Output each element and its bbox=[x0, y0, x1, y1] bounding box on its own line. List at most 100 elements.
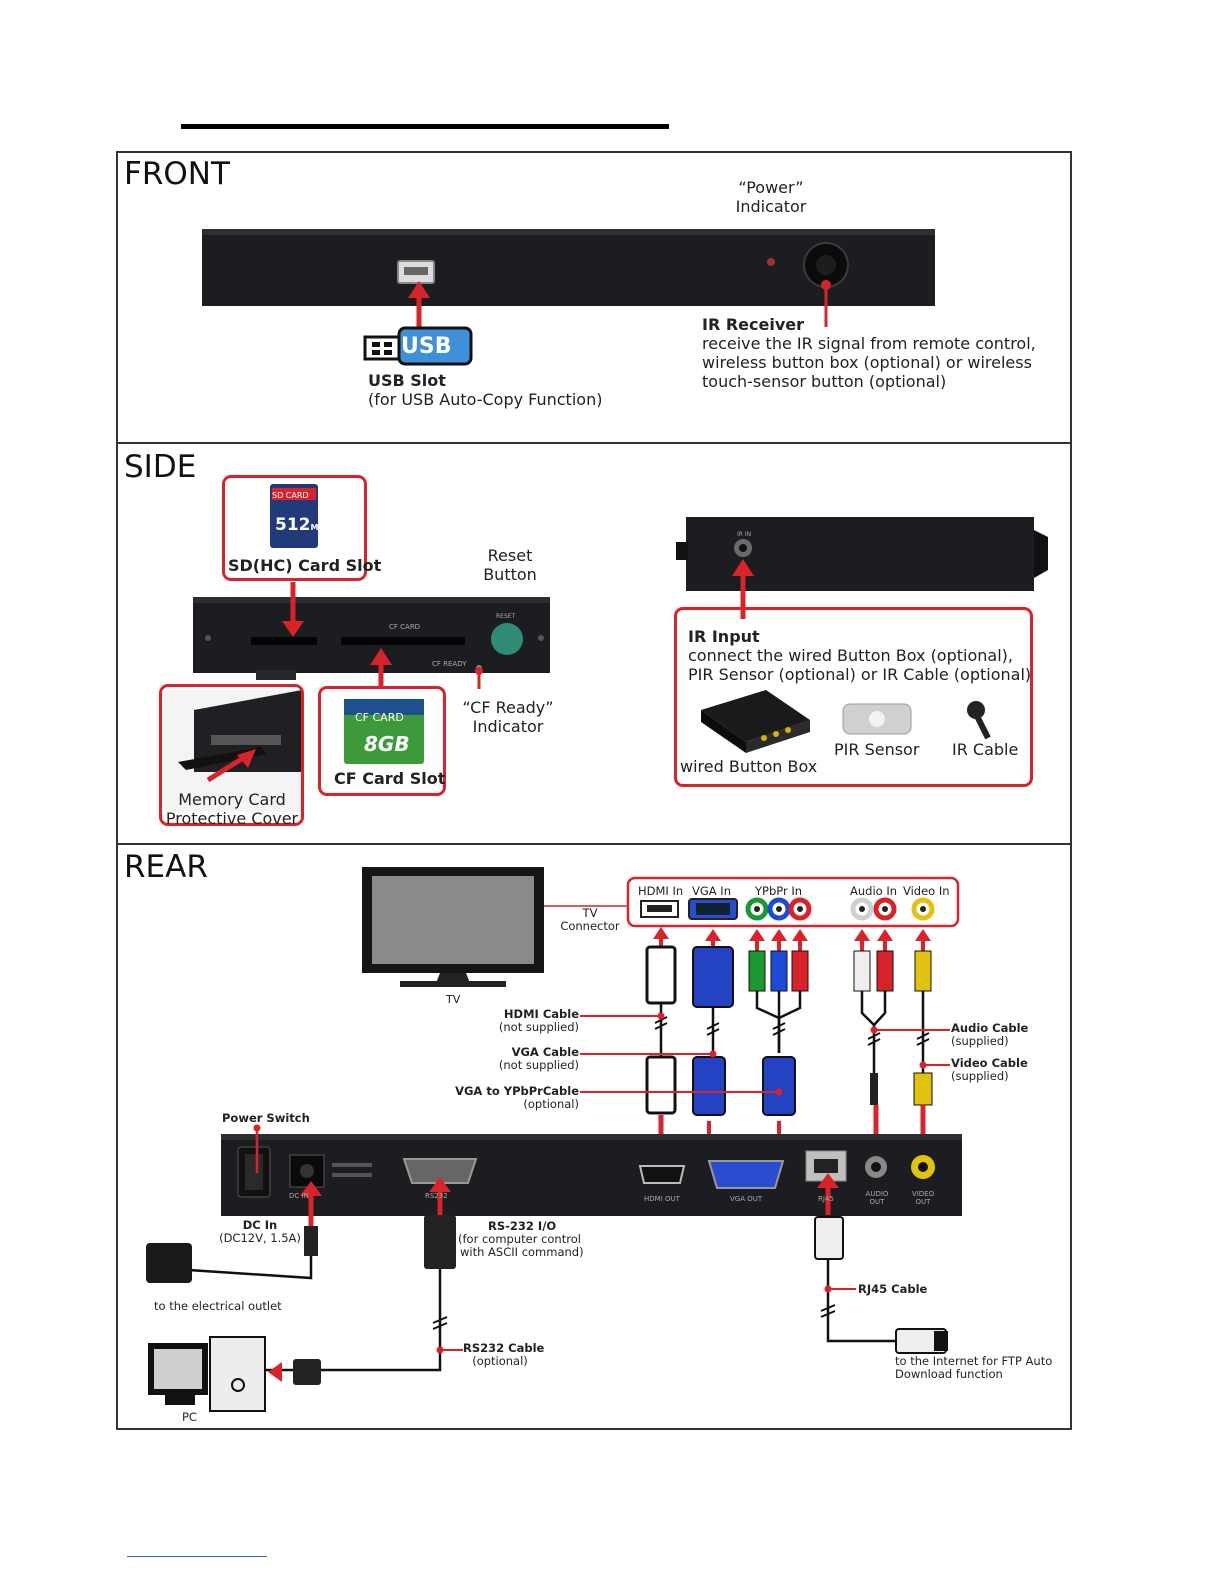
pc-label: PC bbox=[182, 1410, 197, 1424]
memory-cover-line2: Protective Cover bbox=[165, 809, 299, 828]
ir-receiver-desc-1: receive the IR signal from remote contro… bbox=[702, 334, 1036, 353]
panel-video-out-line1: VIDEO bbox=[911, 1190, 935, 1198]
video-cable-note: (supplied) bbox=[951, 1069, 1009, 1083]
rear-title: REAR bbox=[124, 849, 208, 885]
memory-cover-line1: Memory Card bbox=[178, 790, 286, 809]
internet-label: to the Internet for FTP Auto Download fu… bbox=[895, 1355, 1052, 1381]
outlet-label: to the electrical outlet bbox=[154, 1299, 282, 1313]
hdmi-in-label: HDMI In bbox=[638, 884, 684, 898]
pir-sensor-label: PIR Sensor bbox=[834, 740, 920, 759]
audio-cable-note: (supplied) bbox=[951, 1034, 1009, 1048]
power-switch-label: Power Switch bbox=[222, 1111, 310, 1125]
cf-card-title: CF Card Slot bbox=[334, 769, 446, 788]
rs232-io-label: RS-232 I/O (for computer control with AS… bbox=[458, 1220, 584, 1259]
dc-in-note: (DC12V, 1.5A) bbox=[219, 1231, 301, 1245]
vga-in-label: VGA In bbox=[692, 884, 731, 898]
sd-card-title: SD(HC) Card Slot bbox=[228, 556, 382, 575]
ir-receiver-title: IR Receiver bbox=[702, 315, 805, 334]
memory-cover-box bbox=[159, 684, 304, 826]
video-in-label: Video In bbox=[903, 884, 950, 898]
vga-cable-label: VGA Cable (not supplied) bbox=[490, 1046, 579, 1072]
panel-rj45-text: RJ45 bbox=[818, 1195, 834, 1203]
panel-video-out-text: VIDEO OUT bbox=[910, 1190, 936, 1206]
panel-video-out-line2: OUT bbox=[915, 1198, 931, 1206]
rj45-cable-label: RJ45 Cable bbox=[858, 1282, 928, 1296]
rs232-io-name: RS-232 I/O bbox=[488, 1219, 557, 1233]
rear-section bbox=[116, 843, 1072, 1430]
ir-input-label: IR Input connect the wired Button Box (o… bbox=[688, 627, 1031, 684]
reset-button-label: Reset Button bbox=[474, 546, 546, 584]
panel-audio-out-line2: OUT bbox=[869, 1198, 885, 1206]
cf-card-size: 8GB bbox=[364, 732, 410, 756]
vga-cable-name: VGA Cable bbox=[511, 1045, 579, 1059]
rs232-io-note-1: (for computer control bbox=[458, 1232, 581, 1246]
tv-connector-line2: Connector bbox=[560, 919, 620, 933]
audio-in-label: Audio In bbox=[850, 884, 898, 898]
tv-connector-line1: TV bbox=[582, 906, 598, 920]
ir-receiver-label: IR Receiver receive the IR signal from r… bbox=[702, 315, 1036, 391]
sd-card-box bbox=[222, 475, 367, 581]
side-title: SIDE bbox=[124, 449, 197, 485]
ir-input-desc-1: connect the wired Button Box (optional), bbox=[688, 646, 1013, 665]
reset-button-line1: Reset bbox=[487, 546, 533, 565]
sd-card-size-unit: MB bbox=[310, 523, 325, 532]
ir-input-desc-2: PIR Sensor (optional) or IR Cable (optio… bbox=[688, 665, 1032, 684]
ir-receiver-desc-2: wireless button box (optional) or wirele… bbox=[702, 353, 1032, 372]
power-indicator-line2: Indicator bbox=[735, 197, 807, 216]
power-indicator-label: “Power” Indicator bbox=[726, 178, 816, 216]
rs232-cable-label: RS232 Cable (optional) bbox=[463, 1342, 544, 1368]
footer-link-underline bbox=[127, 1556, 267, 1557]
internet-line1: to the Internet for FTP Auto bbox=[895, 1354, 1053, 1368]
ypbpr-cable-name: VGA to YPbPrCable bbox=[455, 1084, 579, 1098]
panel-ir-in-text: IR IN bbox=[737, 531, 752, 538]
internet-line2: Download function bbox=[895, 1367, 1003, 1381]
audio-cable-label: Audio Cable (supplied) bbox=[951, 1022, 1028, 1048]
ir-input-title: IR Input bbox=[688, 627, 760, 646]
dc-in-label: DC In (DC12V, 1.5A) bbox=[215, 1219, 305, 1245]
usb-stick-text: USB bbox=[401, 334, 452, 359]
ypbpr-cable-note: (optional) bbox=[523, 1097, 579, 1111]
button-box-label: wired Button Box bbox=[680, 757, 818, 776]
hdmi-cable-name: HDMI Cable bbox=[503, 1007, 579, 1021]
panel-hdmi-out-text: HDMI OUT bbox=[644, 1195, 680, 1203]
video-cable-name: Video Cable bbox=[951, 1056, 1028, 1070]
dc-in-name: DC In bbox=[242, 1218, 278, 1232]
vga-cable-note: (not supplied) bbox=[498, 1058, 579, 1072]
cf-card-box bbox=[318, 686, 446, 796]
cf-ready-line2: Indicator bbox=[472, 717, 544, 736]
ypbpr-cable-label: VGA to YPbPrCable (optional) bbox=[440, 1085, 579, 1111]
tv-connector-label: TV Connector bbox=[557, 907, 623, 933]
audio-cable-name: Audio Cable bbox=[951, 1021, 1029, 1035]
cf-ready-label: “CF Ready” Indicator bbox=[452, 698, 564, 736]
usb-slot-title: USB Slot bbox=[368, 371, 446, 390]
rs232-cable-name: RS232 Cable bbox=[463, 1341, 545, 1355]
video-cable-label: Video Cable (supplied) bbox=[951, 1057, 1028, 1083]
cf-card-label-text: CF CARD bbox=[355, 711, 404, 724]
ir-receiver-desc-3: touch-sensor button (optional) bbox=[702, 372, 947, 391]
front-title: FRONT bbox=[124, 156, 230, 192]
memory-cover-label: Memory Card Protective Cover bbox=[160, 790, 304, 828]
ypbpr-in-label: YPbPr In bbox=[755, 884, 803, 898]
cf-ready-line1: “CF Ready” bbox=[462, 698, 554, 717]
side-device-illustration bbox=[164, 484, 1048, 812]
usb-slot-label: USB Slot (for USB Auto-Copy Function) bbox=[368, 371, 602, 409]
panel-audio-out-line1: AUDIO bbox=[865, 1190, 889, 1198]
tv-label: TV bbox=[446, 993, 461, 1006]
usb-slot-desc: (for USB Auto-Copy Function) bbox=[368, 390, 603, 409]
panel-dc-text: DC IN bbox=[289, 1192, 309, 1200]
sd-card-size: 512MB bbox=[275, 516, 325, 537]
power-indicator-line1: “Power” bbox=[738, 178, 804, 197]
rs232-cable-note: (optional) bbox=[472, 1354, 528, 1368]
panel-rs232-text: RS232 bbox=[425, 1192, 448, 1200]
reset-button-line2: Button bbox=[483, 565, 537, 584]
panel-audio-out-text: AUDIO OUT bbox=[864, 1190, 890, 1206]
rs232-io-note-2: with ASCII command) bbox=[460, 1245, 584, 1259]
front-device-illustration bbox=[202, 229, 935, 366]
panel-vga-out-text: VGA OUT bbox=[730, 1195, 763, 1203]
header-rule bbox=[181, 124, 669, 129]
ir-input-box bbox=[674, 607, 1033, 787]
panel-cf-card-text: CF CARD bbox=[389, 623, 421, 631]
ir-cable-label: IR Cable bbox=[952, 740, 1019, 759]
panel-cf-ready-text: CF READY bbox=[432, 660, 467, 668]
sd-card-label-text: SD CARD bbox=[272, 491, 309, 500]
